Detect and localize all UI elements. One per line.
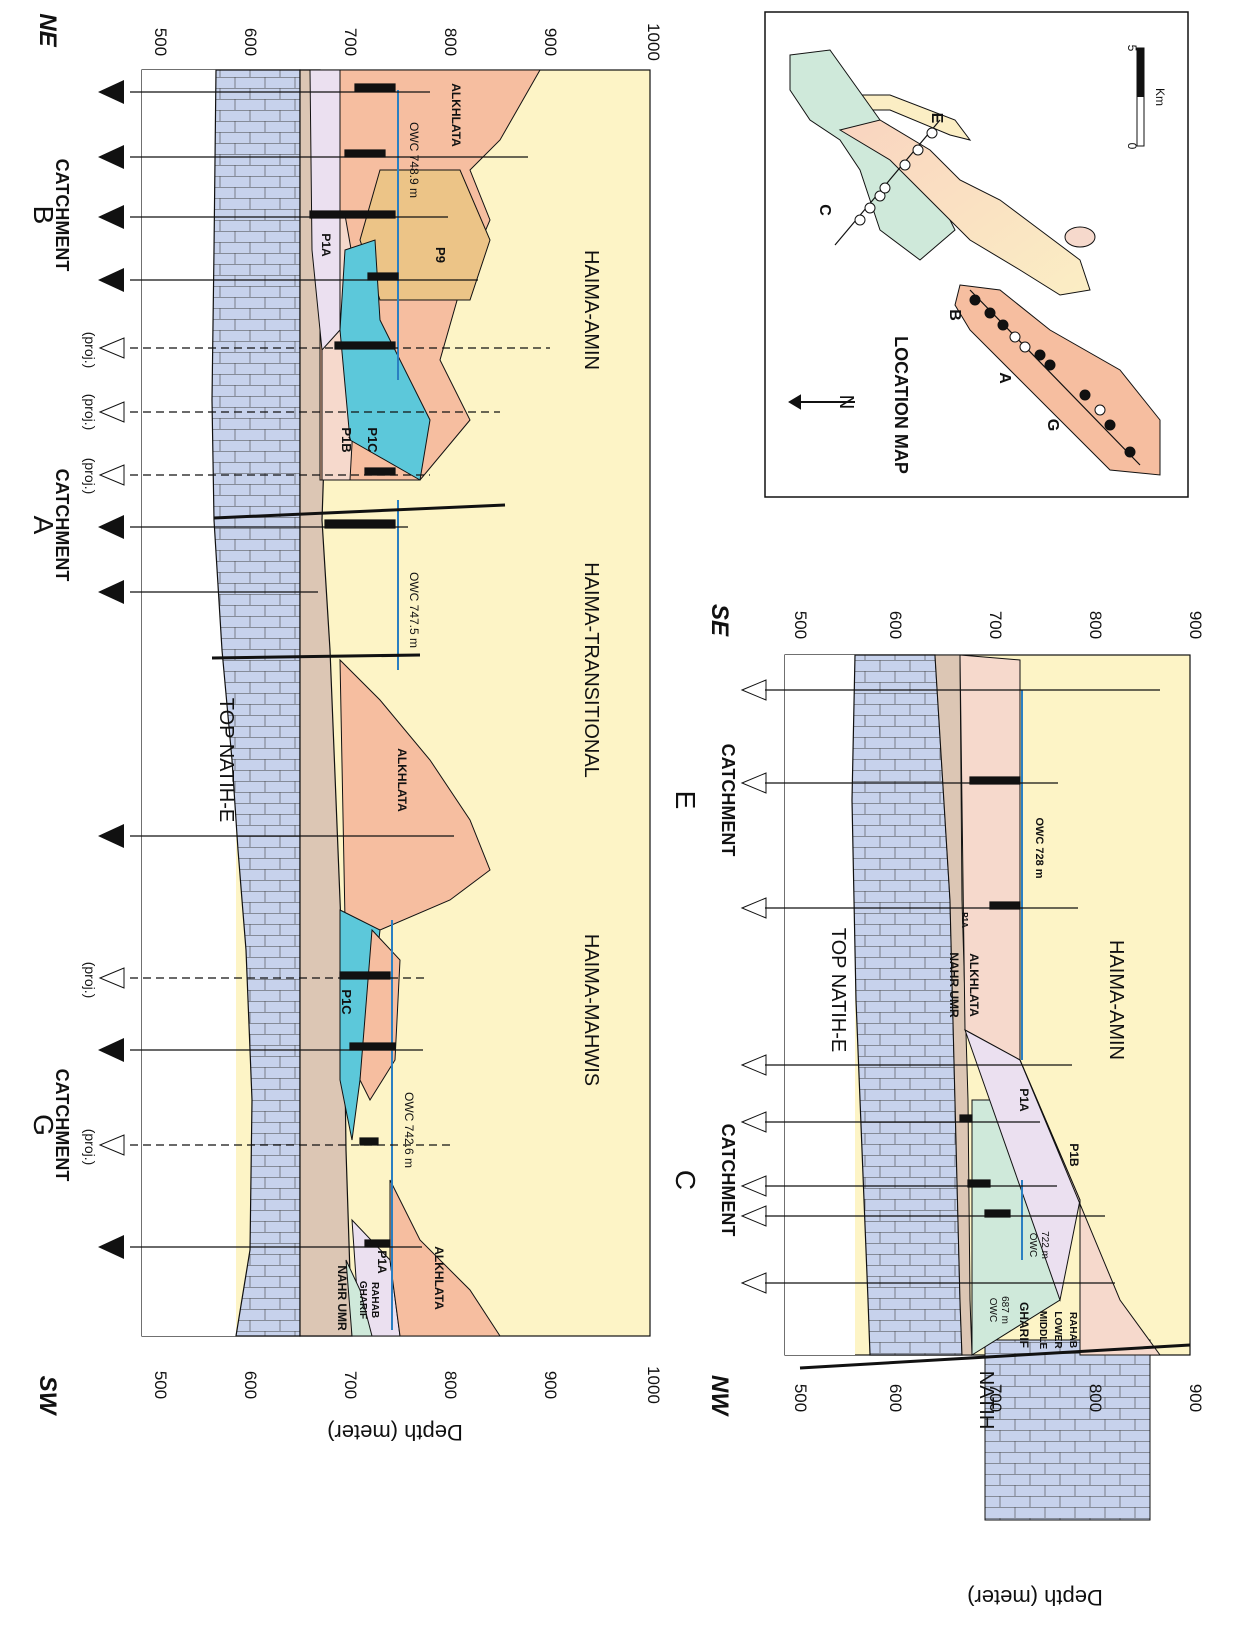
label-p1a-sw: P1A: [375, 1250, 389, 1274]
map-label-b: B: [946, 309, 963, 321]
label-alkhlata-sw: ALKHLATA: [432, 1246, 446, 1310]
scale-zero: 0: [1125, 143, 1139, 150]
catchment-a-word: CATCHMENT: [52, 469, 72, 582]
y-axis-label-2: Depth (meter): [967, 1585, 1103, 1610]
label-p9: P9: [433, 247, 448, 263]
corner-ne: NE: [34, 13, 61, 47]
tick: 1000: [644, 23, 663, 61]
tick: 900: [1186, 611, 1205, 639]
top-natih-label: TOP NATIH-E: [215, 698, 237, 822]
corner-sw: SW: [34, 1376, 61, 1417]
owc-label-b: OWC 748.9 m: [407, 122, 421, 198]
tick: 900: [541, 1371, 560, 1399]
tick: 800: [441, 28, 460, 56]
tick: 700: [986, 611, 1005, 639]
scale-five: 5: [1125, 45, 1139, 52]
well-symbols-section1: [98, 80, 124, 1259]
well-symbols-section2: [742, 680, 766, 1293]
label-nahr-umr: NAHR UMR: [335, 1265, 349, 1331]
map-label-a: A: [996, 372, 1013, 384]
catchment-b-word: CATCHMENT: [52, 159, 72, 272]
map-small-body: [1065, 227, 1095, 247]
tick: 800: [441, 1371, 460, 1399]
label-alkhlata-2: ALKHLATA: [967, 953, 981, 1017]
tick: 600: [886, 611, 905, 639]
label-alkhlata-mid: ALKHLATA: [395, 748, 409, 812]
label-p1b: P1B: [339, 427, 354, 452]
catchment-g-word: CATCHMENT: [52, 1069, 72, 1182]
map-label-c: C: [816, 204, 833, 216]
label-haima-transitional: HAIMA-TRANSITIONAL: [580, 562, 602, 778]
label-p1a-2a: P1A: [960, 912, 969, 928]
natih-west: [985, 1340, 1150, 1520]
section-ce: 500 600 700 800 900 500 600 700 800 900 …: [670, 604, 1205, 1610]
catchment-c-word: CATCHMENT: [718, 1124, 738, 1237]
owc-label-g: OWC 742.6 m: [402, 1092, 416, 1168]
owc-687-a: OWC: [987, 1298, 998, 1322]
label-haima-mahwis: HAIMA-MAHWIS: [580, 934, 602, 1086]
catchment-e-letter: E: [670, 791, 701, 810]
label-alkhlata-ne: ALKHLATA: [449, 83, 463, 147]
axis-left-ticks-1: 500 600 700 800 900 1000: [151, 1366, 663, 1404]
corner-nw: NW: [706, 1375, 733, 1417]
location-map: N LOCATION MAP B A G C E 0 5 Km: [765, 12, 1188, 497]
label-p1c-ne: P1C: [365, 427, 380, 453]
tick: 500: [151, 1371, 170, 1399]
owc-722-b: 722 m: [1039, 1231, 1050, 1259]
tick: 700: [341, 28, 360, 56]
proj-label: (proj.): [82, 394, 98, 431]
tick: 700: [341, 1371, 360, 1399]
tick: 600: [241, 1371, 260, 1399]
label-p1c-g: P1C: [339, 989, 354, 1015]
tick: 900: [541, 28, 560, 56]
label-gharif-2: GHARIF: [1017, 1302, 1031, 1348]
corner-se: SE: [706, 604, 733, 637]
tick: 600: [886, 1384, 905, 1412]
tick: 800: [1086, 611, 1105, 639]
section-gab: 500 600 700 800 900 1000 500 600 700 800…: [28, 13, 663, 1445]
tick: 500: [791, 611, 810, 639]
catchment-e-word: CATCHMENT: [718, 744, 738, 857]
label-natih: NATIH: [975, 1371, 997, 1430]
proj-label: (proj.): [82, 458, 98, 495]
owc-label-a: OWC 747.5 m: [407, 572, 421, 648]
tick: 1000: [644, 1366, 663, 1404]
scale-unit: Km: [1153, 88, 1167, 106]
axis-right-ticks-1: 500 600 700 800 900 1000: [151, 23, 663, 61]
catchment-c-letter: C: [670, 1170, 701, 1190]
label-nahr-umr-2: NAHR UMR: [947, 952, 961, 1018]
map-label-e: E: [928, 113, 945, 124]
owc-687-b: 687 m: [999, 1296, 1010, 1324]
north-label: N: [835, 395, 857, 409]
tick: 500: [151, 28, 170, 56]
tick: 800: [1086, 1384, 1105, 1412]
label-lower: LOWER: [1052, 1311, 1063, 1349]
top-natih-label-2: TOP NATIH-E: [827, 928, 849, 1052]
label-gharif: GHARIF: [357, 1281, 368, 1319]
label-rahab: RAHAB: [369, 1282, 380, 1318]
y-axis-label-1: Depth (meter): [327, 1420, 463, 1445]
label-haima-amin: HAIMA-AMIN: [580, 250, 602, 370]
proj-label: (proj.): [82, 1129, 98, 1166]
label-middle: MIDDLE: [1037, 1311, 1048, 1350]
label-p1a-2b: P1A: [1017, 1088, 1031, 1112]
label-haima-amin-2: HAIMA-AMIN: [1105, 940, 1127, 1060]
label-p1a-ne: P1A: [319, 233, 333, 257]
tick: 900: [1186, 1384, 1205, 1412]
proj-label: (proj.): [82, 332, 98, 369]
tick: 600: [241, 28, 260, 56]
location-map-title: LOCATION MAP: [891, 336, 911, 474]
owc-728: OWC 728 m: [1033, 817, 1045, 878]
tick: 500: [791, 1384, 810, 1412]
proj-label: (proj.): [82, 962, 98, 999]
axis-right-ticks-2: 500 600 700 800 900: [791, 611, 1205, 639]
owc-722-a: OWC: [1027, 1233, 1038, 1257]
label-rahab-2: RAHAB: [1067, 1312, 1078, 1348]
label-p1b-2: P1B: [1067, 1143, 1081, 1167]
map-label-g: G: [1044, 419, 1061, 431]
